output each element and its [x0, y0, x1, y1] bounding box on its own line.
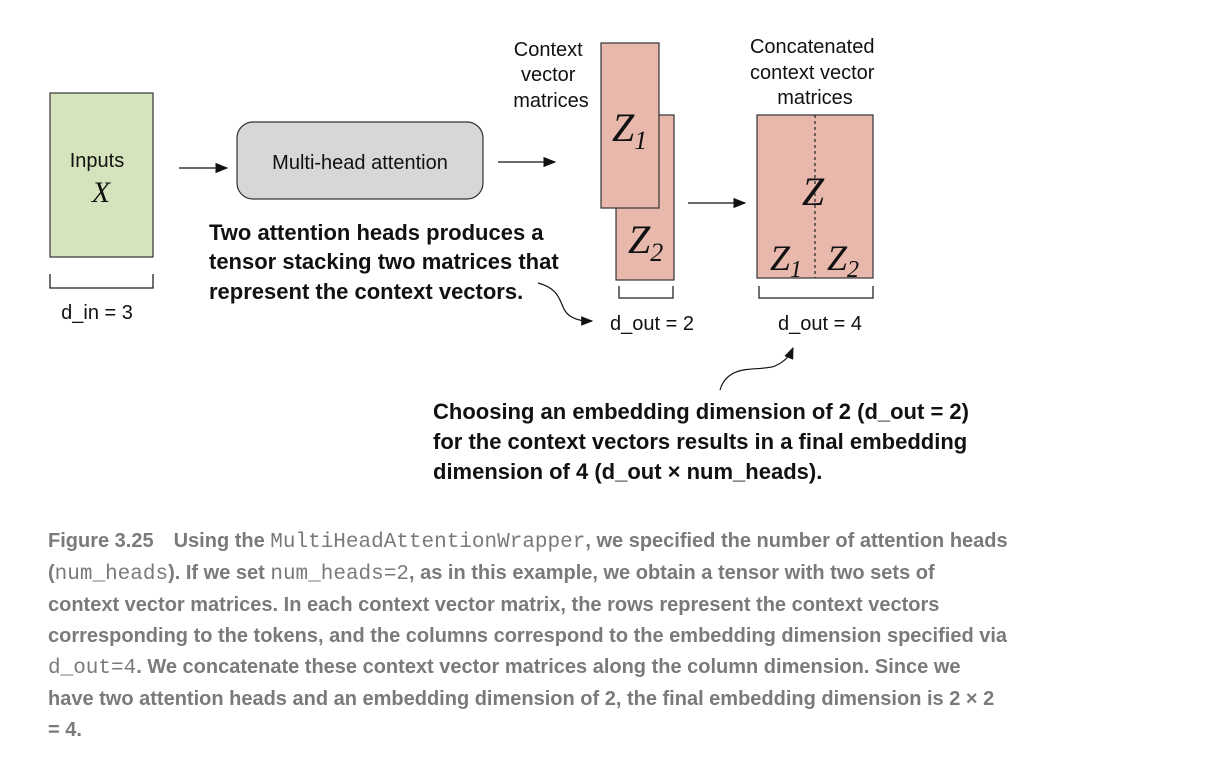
context-matrices-title: Context vector matrices	[513, 39, 589, 112]
embedding-note-arrow	[719, 346, 794, 391]
inputs-label: Inputs	[70, 150, 124, 172]
svg-text:Z1: Z1	[612, 105, 647, 155]
caption-code: MultiHeadAttentionWrapper	[270, 531, 586, 554]
context-dimension-label: d_out = 2	[610, 313, 694, 335]
concatenated-matrices-title: Concatenated context vector matrices	[750, 36, 880, 109]
caption-code: num_heads	[54, 563, 169, 586]
concatenated-dimension-bracket	[758, 286, 874, 299]
caption-text: ). If we set	[168, 562, 271, 584]
svg-text:Z2: Z2	[827, 238, 859, 283]
z2-symbol: Z	[628, 217, 651, 262]
multi-head-attention-label: Multi-head attention	[272, 152, 448, 174]
caption-code: num_heads=2	[270, 563, 409, 586]
svg-text:Z1: Z1	[770, 238, 802, 283]
z1-symbol: Z	[612, 105, 635, 150]
concat-z1-symbol: Z	[770, 238, 791, 278]
attention-heads-note-arrow	[537, 282, 594, 326]
concat-z1-subscript: 1	[790, 257, 802, 283]
concat-z2-subscript: 2	[847, 257, 859, 283]
caption-code: d_out=4	[48, 657, 137, 680]
caption-text: Using the	[173, 530, 271, 552]
z1-subscript: 1	[634, 126, 647, 155]
concatenated-matrix: Z Z1 Z2	[756, 114, 874, 283]
attention-heads-note: Two attention heads produces a tensor st…	[209, 220, 565, 304]
svg-text:Z2: Z2	[628, 217, 663, 267]
context-dimension-bracket	[618, 286, 674, 299]
context-matrix-z1: Z1	[600, 42, 660, 209]
inputs-box: Inputs X	[49, 92, 154, 258]
concatenated-dimension-label: d_out = 4	[778, 313, 862, 335]
figure-number: Figure 3.25	[48, 530, 154, 552]
attention-diagram: Inputs X d_in = 3 Multi-head attention C…	[49, 36, 975, 484]
concatenated-z-symbol: Z	[802, 169, 825, 214]
inputs-dimension-label: d_in = 3	[61, 302, 133, 324]
caption-text: , we specified the number of attention h…	[48, 530, 1008, 584]
caption-text: . We concatenate these context vector ma…	[48, 656, 995, 741]
z2-subscript: 2	[650, 238, 663, 267]
inputs-dimension-bracket	[49, 274, 154, 289]
figure-caption: Figure 3.25 Using the MultiHeadAttentionW…	[48, 526, 1008, 746]
caption-text: , as in this example, we obtain a tensor…	[48, 562, 1008, 647]
inputs-symbol: X	[91, 176, 112, 209]
embedding-dimension-note: Choosing an embedding dimension of 2 (d_…	[433, 399, 975, 484]
concat-z2-symbol: Z	[827, 238, 848, 278]
multi-head-attention-box: Multi-head attention	[236, 121, 484, 200]
